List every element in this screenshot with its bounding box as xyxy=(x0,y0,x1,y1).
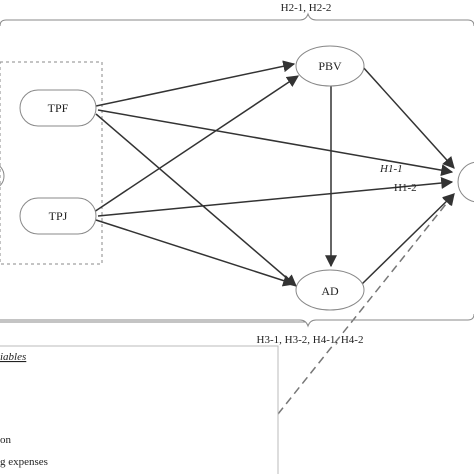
top-bracket: H2-1, H2-2 xyxy=(0,2,474,27)
bottom-bracket-label: H3-1, H3-2, H4-1, H4-2 xyxy=(257,334,364,346)
node-ad: AD xyxy=(295,269,365,311)
legend-heading: iables xyxy=(0,351,26,363)
node-pbv-label: PBV xyxy=(318,59,342,73)
bottom-bracket: H3-1, H3-2, H4-1, H4-2 xyxy=(0,313,474,346)
arrow-tpf-pbv xyxy=(95,60,296,107)
path-label-h1-1: H1-1 xyxy=(379,163,403,175)
arrow-pbv-outcome xyxy=(361,65,455,169)
arrow-tpj-pbv xyxy=(93,75,299,213)
node-tpj: TPJ xyxy=(19,197,97,235)
node-pbv: PBV xyxy=(295,45,365,87)
dashed-arrow-controls-outcome xyxy=(277,193,455,415)
arrow-tpj-outcome xyxy=(97,177,454,217)
legend-line-2: g expenses xyxy=(0,456,48,468)
top-bracket-label: H2-1, H2-2 xyxy=(281,2,332,14)
legend-line-1: on xyxy=(0,434,12,446)
left-edge-node xyxy=(0,165,5,187)
arrow-tpf-outcome xyxy=(97,109,454,177)
node-tpj-label: TPJ xyxy=(49,209,68,223)
right-edge-node xyxy=(457,161,474,203)
arrow-tpj-ad xyxy=(95,219,296,287)
node-tpf-label: TPF xyxy=(48,101,69,115)
node-ad-label: AD xyxy=(321,284,339,298)
arrow-tpf-ad xyxy=(95,113,297,287)
independent-variables-box xyxy=(0,61,103,265)
node-tpf: TPF xyxy=(19,89,97,127)
arrows xyxy=(93,60,455,287)
arrow-ad-outcome xyxy=(361,193,455,285)
path-label-h1-2: H1-2 xyxy=(394,182,417,194)
control-variables-legend: iables on g expenses xyxy=(0,345,279,474)
